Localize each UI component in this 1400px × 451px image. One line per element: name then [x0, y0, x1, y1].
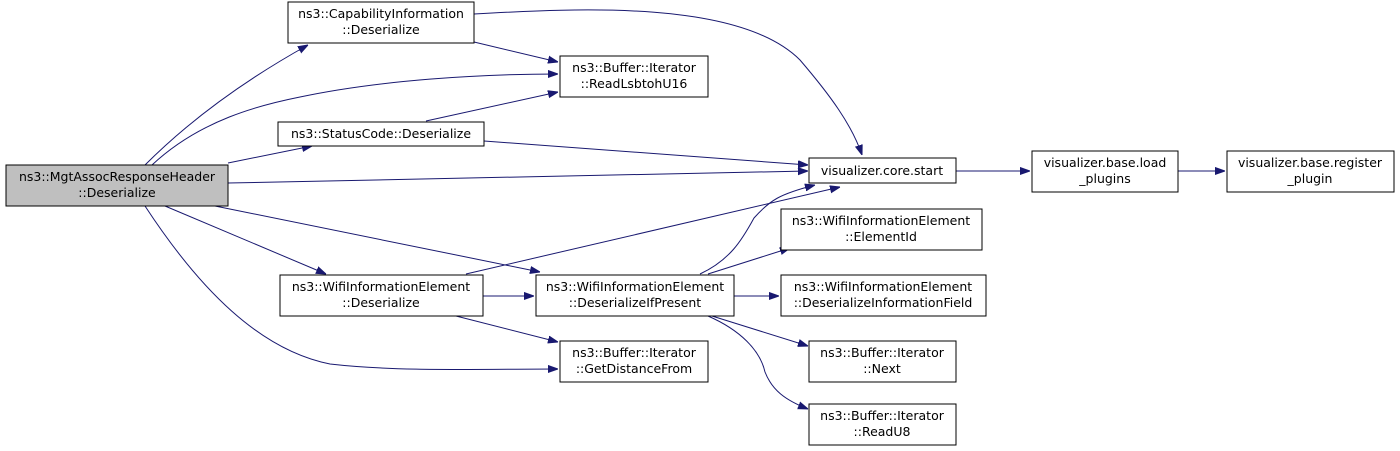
edge-wieifpresent-to-viscore: [699, 185, 815, 275]
node-label-line: ::ReadU8: [854, 424, 911, 439]
node-vis-base-register-plugin[interactable]: visualizer.base.register _plugin: [1226, 150, 1395, 193]
node-label-line: ns3::Buffer::Iterator: [820, 345, 945, 360]
edge-mgt-to-wieifpresent: [214, 205, 540, 272]
edge-wieifpresent-to-elementid: [707, 248, 790, 275]
node-label-line: ns3::Buffer::Iterator: [572, 60, 697, 75]
node-label-line: ns3::WifiInformationElement: [292, 279, 470, 294]
node-label-line: ::Deserialize: [342, 295, 420, 310]
node-label-line: ns3::WifiInformationElement: [546, 279, 724, 294]
node-vis-core-start[interactable]: visualizer.core.start: [808, 157, 957, 184]
node-label-line: ns3::StatusCode::Deserialize: [291, 126, 471, 141]
node-wie-deserialize-if-present[interactable]: ns3::WifiInformationElement ::Deserializ…: [535, 274, 735, 317]
node-get-distance-from[interactable]: ns3::Buffer::Iterator ::GetDistanceFrom: [559, 340, 709, 383]
edge-mgt-to-viscore: [227, 171, 808, 184]
edge-cap-to-readlsbtoh: [473, 41, 558, 62]
node-mgt-deserialize[interactable]: ns3::MgtAssocResponseHeader ::Deserializ…: [5, 164, 229, 207]
edge-mgt-to-wiedeser: [164, 205, 326, 274]
node-label-line: ::Deserialize: [78, 185, 156, 200]
edge-cap-to-viscore: [473, 9, 862, 155]
node-label-line: visualizer.base.load: [1044, 155, 1167, 170]
node-label-line: _plugins: [1078, 171, 1130, 186]
node-label-line: ns3::WifiInformationElement: [792, 213, 970, 228]
node-status-deserialize[interactable]: ns3::StatusCode::Deserialize: [277, 121, 485, 147]
node-label-line: visualizer.core.start: [821, 163, 943, 178]
node-label-line: ::DeserializeIfPresent: [569, 295, 701, 310]
node-iter-next[interactable]: ns3::Buffer::Iterator ::Next: [808, 340, 957, 383]
node-label-line: ::DeserializeInformationField: [794, 295, 973, 310]
node-label-line: ::Deserialize: [342, 22, 420, 37]
edge-mgt-to-getdistance: [144, 205, 558, 370]
node-wie-element-id[interactable]: ns3::WifiInformationElement ::ElementId: [780, 208, 983, 251]
node-vis-base-load-plugins[interactable]: visualizer.base.load _plugins: [1031, 150, 1179, 193]
edge-status-to-readlsbtoh: [425, 92, 558, 122]
node-label-line: ns3::WifiInformationElement: [794, 279, 972, 294]
node-wie-deserialize[interactable]: ns3::WifiInformationElement ::Deserializ…: [279, 274, 484, 317]
edge-wiedeser-to-getdistance: [455, 315, 558, 342]
node-label-line: ::ElementId: [845, 229, 917, 244]
node-label-line: ns3::MgtAssocResponseHeader: [19, 169, 216, 184]
node-wie-deserialize-info-field[interactable]: ns3::WifiInformationElement ::Deserializ…: [780, 274, 987, 317]
node-label-line: ::Next: [863, 361, 901, 376]
node-label-line: ::GetDistanceFrom: [576, 361, 692, 376]
node-label-line: visualizer.base.register: [1238, 155, 1383, 170]
edge-wieifpresent-to-next: [711, 315, 808, 346]
edge-mgt-to-cap: [144, 45, 308, 166]
edge-status-to-viscore: [483, 140, 808, 165]
node-label-line: ns3::Buffer::Iterator: [820, 408, 945, 423]
nodes: ns3::MgtAssocResponseHeader ::Deserializ…: [5, 1, 1395, 446]
edge-wiedeser-to-viscore: [465, 187, 840, 275]
node-label-line: ns3::Buffer::Iterator: [572, 345, 697, 360]
edge-wieifpresent-to-readu8: [707, 315, 808, 409]
node-cap-deserialize[interactable]: ns3::CapabilityInformation ::Deserialize: [287, 1, 475, 44]
node-label-line: ns3::CapabilityInformation: [298, 6, 464, 21]
edge-mgt-to-readlsbtoh: [151, 74, 558, 166]
node-read-lsbtoh-u16[interactable]: ns3::Buffer::Iterator ::ReadLsbtohU16: [559, 55, 709, 98]
node-label-line: _plugin: [1287, 171, 1333, 186]
edges: [144, 9, 1225, 409]
node-read-u8[interactable]: ns3::Buffer::Iterator ::ReadU8: [808, 403, 957, 446]
edge-mgt-to-status: [227, 146, 312, 164]
node-label-line: ::ReadLsbtohU16: [581, 76, 688, 91]
